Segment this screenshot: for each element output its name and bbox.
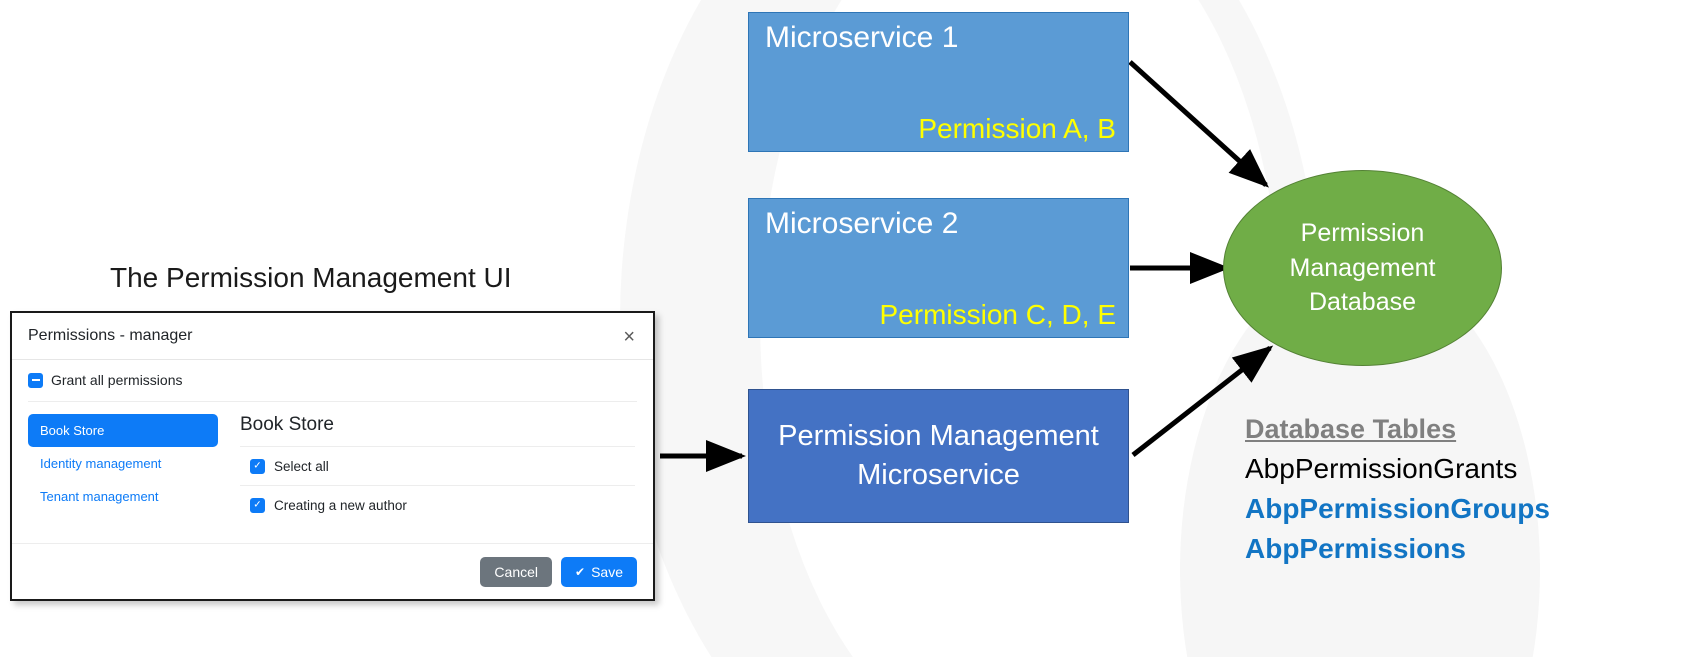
permission-group-list: Book Store Identity management Tenant ma… xyxy=(28,414,218,524)
microservice-1-box: Microservice 1 Permission A, B xyxy=(748,12,1129,152)
save-button-label: Save xyxy=(591,563,623,580)
save-button[interactable]: ✔ Save xyxy=(561,556,637,587)
database-table-item: AbpPermissions xyxy=(1245,533,1466,565)
microservice-2-permissions: Permission C, D, E xyxy=(879,299,1117,330)
creating-a-new-author-label: Creating a new author xyxy=(274,498,407,513)
dialog-title: Permissions - manager xyxy=(28,327,193,344)
group-item-tenant-management[interactable]: Tenant management xyxy=(40,489,159,504)
grant-all-checkbox[interactable] xyxy=(28,372,43,388)
db-line-2: Management xyxy=(1289,253,1436,282)
permission-detail-panel: Book Store ✓ Select all ✓ Creating a new… xyxy=(240,414,637,524)
cancel-button[interactable]: Cancel xyxy=(480,556,553,587)
dialog-columns: Book Store Identity management Tenant ma… xyxy=(28,402,637,524)
microservice-1-permissions: Permission A, B xyxy=(918,113,1116,144)
dialog-body: Grant all permissions Book Store Identit… xyxy=(12,360,653,524)
grant-all-permissions-row[interactable]: Grant all permissions xyxy=(28,372,637,402)
db-line-1: Permission xyxy=(1300,219,1425,248)
group-item-identity-management[interactable]: Identity management xyxy=(40,456,162,471)
check-icon: ✔ xyxy=(575,564,586,579)
arrow-ms1-to-db xyxy=(1128,60,1269,188)
permission-management-database-ellipse: Permission Management Database xyxy=(1223,170,1502,366)
pms-line-1: Permission Management xyxy=(778,419,1099,452)
close-icon[interactable]: × xyxy=(619,325,639,349)
creating-a-new-author-checkbox[interactable]: ✓ xyxy=(250,498,265,513)
permissions-dialog: Permissions - manager × Grant all permis… xyxy=(10,311,655,601)
microservice-2-title: Microservice 2 xyxy=(765,207,959,240)
microservice-2-box: Microservice 2 Permission C, D, E xyxy=(748,198,1129,338)
permission-management-microservice-box: Permission Management Microservice xyxy=(748,389,1129,523)
dialog-header: Permissions - manager × xyxy=(12,313,653,360)
database-tables-heading: Database Tables xyxy=(1245,414,1457,444)
pms-line-2: Microservice xyxy=(857,459,1020,491)
panel-heading: Book Store xyxy=(240,414,635,447)
dialog-footer: Cancel ✔ Save xyxy=(12,543,653,599)
database-table-item: AbpPermissionGrants xyxy=(1245,453,1518,485)
select-all-checkbox[interactable]: ✓ xyxy=(250,459,265,474)
database-table-item: AbpPermissionGroups xyxy=(1245,493,1550,525)
permission-row-select-all[interactable]: ✓ Select all xyxy=(240,447,635,486)
database-tables-list: Database Tables AbpPermissionGrants AbpP… xyxy=(1245,410,1665,569)
group-item-book-store[interactable]: Book Store xyxy=(28,414,218,447)
permission-row-creating-a-new-author[interactable]: ✓ Creating a new author xyxy=(240,486,635,524)
permission-ui-caption: The Permission Management UI xyxy=(110,262,512,293)
db-line-3: Database xyxy=(1308,288,1417,317)
grant-all-label: Grant all permissions xyxy=(51,372,183,388)
microservice-1-title: Microservice 1 xyxy=(765,21,959,54)
select-all-label: Select all xyxy=(274,459,329,474)
